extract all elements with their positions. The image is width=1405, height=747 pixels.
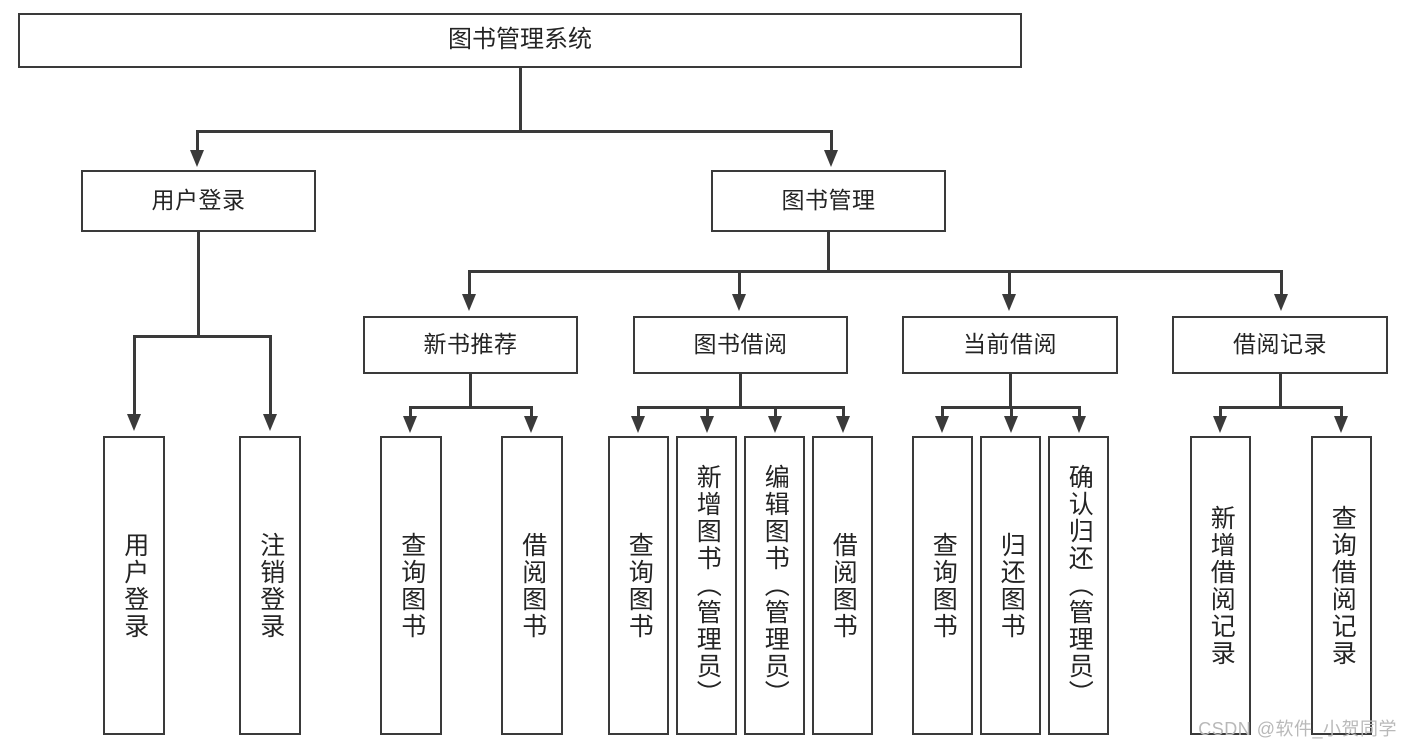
node-label: 用户登录 bbox=[151, 187, 246, 214]
node-label: 归还图书 bbox=[997, 531, 1026, 640]
connector-drop-leaf-user-login-1 bbox=[269, 335, 272, 418]
leaf-current-borrow-query[interactable]: 查询图书 bbox=[912, 436, 973, 735]
connector-book-borrow-bus bbox=[637, 406, 845, 409]
connector-drop-leaf-new-book-0 bbox=[409, 406, 412, 420]
connector-drop-leaf-book-borrow-1 bbox=[706, 406, 709, 420]
connector-root-bus bbox=[196, 130, 833, 133]
node-label: 查询借阅记录 bbox=[1328, 504, 1357, 667]
leaf-current-borrow-confirm[interactable]: 确认归还（管理员） bbox=[1048, 436, 1109, 735]
arrow-leaf-current-borrow-1 bbox=[1004, 416, 1018, 433]
connector-drop-user-login bbox=[196, 130, 199, 156]
connector-user-login-bus bbox=[133, 335, 272, 338]
node-label: 图书管理 bbox=[781, 187, 876, 214]
connector-drop-leaf-current-borrow-0 bbox=[941, 406, 944, 420]
arrow-leaf-user-login-0 bbox=[127, 414, 141, 431]
leaf-borrow-record-query[interactable]: 查询借阅记录 bbox=[1311, 436, 1372, 735]
connector-drop-leaf-book-borrow-0 bbox=[637, 406, 640, 420]
connector-drop-book-mgmt bbox=[830, 130, 833, 156]
arrow-leaf-book-borrow-1 bbox=[700, 416, 714, 433]
connector-drop-new-book bbox=[468, 270, 471, 298]
connector-new-book-bus bbox=[409, 406, 533, 409]
arrow-leaf-book-borrow-2 bbox=[768, 416, 782, 433]
node-label: 查询图书 bbox=[397, 531, 426, 640]
connector-drop-book-borrow bbox=[738, 270, 741, 298]
arrow-leaf-book-borrow-0 bbox=[631, 416, 645, 433]
leaf-borrow-record-add[interactable]: 新增借阅记录 bbox=[1190, 436, 1251, 735]
arrow-leaf-current-borrow-0 bbox=[935, 416, 949, 433]
leaf-current-borrow-return[interactable]: 归还图书 bbox=[980, 436, 1041, 735]
node-book-management[interactable]: 图书管理 bbox=[711, 170, 946, 232]
connector-current-borrow-stem bbox=[1009, 374, 1012, 406]
connector-drop-leaf-book-borrow-2 bbox=[774, 406, 777, 420]
node-user-login[interactable]: 用户登录 bbox=[81, 170, 316, 232]
arrow-book-mgmt bbox=[824, 150, 838, 167]
leaf-book-borrow-query[interactable]: 查询图书 bbox=[608, 436, 669, 735]
node-label: 新增图书（管理员） bbox=[693, 464, 722, 707]
node-label: 编辑图书（管理员） bbox=[761, 464, 790, 707]
node-label: 新增借阅记录 bbox=[1207, 504, 1236, 667]
node-label: 新书推荐 bbox=[423, 331, 518, 358]
connector-drop-leaf-borrow-record-1 bbox=[1340, 406, 1343, 420]
arrow-leaf-user-login-1 bbox=[263, 414, 277, 431]
connector-borrow-record-bus bbox=[1219, 406, 1343, 409]
node-label: 图书管理系统 bbox=[448, 26, 592, 54]
node-root-system[interactable]: 图书管理系统 bbox=[18, 13, 1022, 68]
leaf-new-book-borrow[interactable]: 借阅图书 bbox=[501, 436, 563, 735]
leaf-book-borrow-add[interactable]: 新增图书（管理员） bbox=[676, 436, 737, 735]
node-label: 图书借阅 bbox=[693, 331, 788, 358]
node-label: 确认归还（管理员） bbox=[1065, 464, 1094, 707]
node-borrow-record[interactable]: 借阅记录 bbox=[1172, 316, 1388, 374]
node-current-borrow[interactable]: 当前借阅 bbox=[902, 316, 1118, 374]
connector-book-mgmt-bus bbox=[468, 270, 1283, 273]
connector-book-mgmt-stem bbox=[827, 232, 830, 270]
arrow-user-login bbox=[190, 150, 204, 167]
node-label: 注销登录 bbox=[256, 531, 285, 640]
node-label: 查询图书 bbox=[625, 531, 654, 640]
arrow-leaf-borrow-record-1 bbox=[1334, 416, 1348, 433]
connector-drop-borrow-record bbox=[1280, 270, 1283, 298]
connector-drop-leaf-new-book-1 bbox=[530, 406, 533, 420]
node-label: 用户登录 bbox=[120, 531, 149, 640]
leaf-book-borrow-borrow[interactable]: 借阅图书 bbox=[812, 436, 873, 735]
arrow-leaf-new-book-1 bbox=[524, 416, 538, 433]
node-label: 查询图书 bbox=[929, 531, 958, 640]
arrow-leaf-current-borrow-2 bbox=[1072, 416, 1086, 433]
node-book-borrow[interactable]: 图书借阅 bbox=[633, 316, 848, 374]
connector-root-stem bbox=[519, 68, 522, 130]
connector-drop-leaf-book-borrow-3 bbox=[842, 406, 845, 420]
node-label: 借阅图书 bbox=[829, 531, 858, 640]
arrow-current-borrow bbox=[1002, 294, 1016, 311]
connector-new-book-stem bbox=[469, 374, 472, 406]
connector-book-borrow-stem bbox=[739, 374, 742, 406]
arrow-book-borrow bbox=[732, 294, 746, 311]
connector-borrow-record-stem bbox=[1279, 374, 1282, 406]
node-new-book-recommend[interactable]: 新书推荐 bbox=[363, 316, 578, 374]
arrow-borrow-record bbox=[1274, 294, 1288, 311]
leaf-new-book-query[interactable]: 查询图书 bbox=[380, 436, 442, 735]
connector-drop-leaf-current-borrow-1 bbox=[1010, 406, 1013, 420]
arrow-new-book bbox=[462, 294, 476, 311]
node-label: 当前借阅 bbox=[963, 331, 1057, 358]
arrow-leaf-borrow-record-0 bbox=[1213, 416, 1227, 433]
leaf-book-borrow-edit[interactable]: 编辑图书（管理员） bbox=[744, 436, 805, 735]
connector-drop-leaf-borrow-record-0 bbox=[1219, 406, 1222, 420]
arrow-leaf-book-borrow-3 bbox=[836, 416, 850, 433]
node-label: 借阅记录 bbox=[1233, 331, 1327, 358]
arrow-leaf-new-book-0 bbox=[403, 416, 417, 433]
connector-drop-leaf-user-login-0 bbox=[133, 335, 136, 418]
connector-drop-current-borrow bbox=[1008, 270, 1011, 298]
leaf-user-login-login[interactable]: 用户登录 bbox=[103, 436, 165, 735]
leaf-user-login-logout[interactable]: 注销登录 bbox=[239, 436, 301, 735]
node-label: 借阅图书 bbox=[518, 531, 547, 640]
connector-drop-leaf-current-borrow-2 bbox=[1078, 406, 1081, 420]
connector-user-login-stem bbox=[197, 232, 200, 335]
